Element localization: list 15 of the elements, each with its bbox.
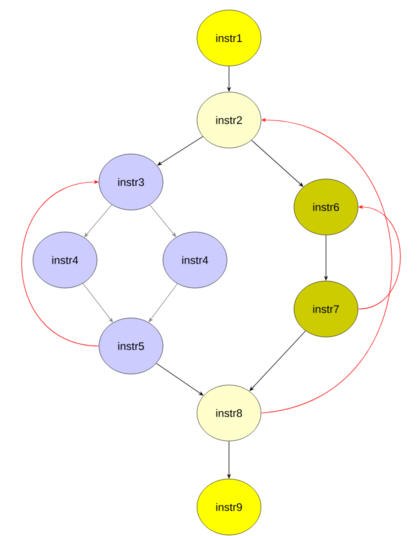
instruction-node: instr4 <box>32 232 98 288</box>
instruction-node: instr2 <box>196 92 262 148</box>
instruction-node: instr9 <box>196 478 262 536</box>
instruction-node: instr6 <box>294 178 358 236</box>
arrow <box>157 136 204 166</box>
instruction-node: instr8 <box>196 384 262 442</box>
arrow <box>251 140 304 187</box>
arrow <box>21 180 100 346</box>
arrow <box>148 283 178 322</box>
arrow <box>84 204 112 238</box>
instruction-node: instr5 <box>98 318 164 374</box>
instruction-node: instr7 <box>294 280 358 338</box>
instruction-node: instr3 <box>98 154 164 210</box>
instruction-node: instr1 <box>196 10 262 66</box>
instruction-node: instr4 <box>162 232 228 288</box>
